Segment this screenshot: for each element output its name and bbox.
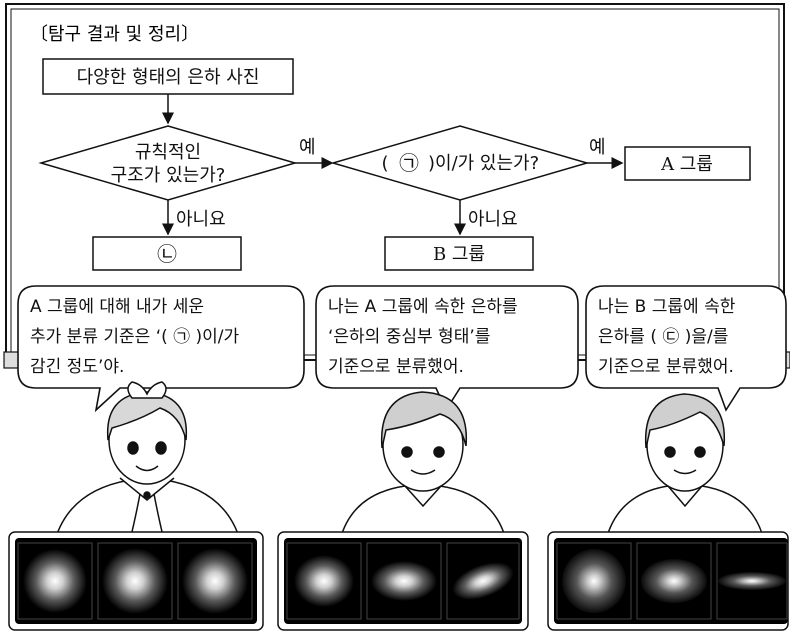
photo-panel-left [8,531,264,631]
flowchart-text: 다양한 형태의 은하 사진 규칙적인 구조가 있는가? 예 아니요 ( ㉠ )이… [77,67,713,266]
bubble-right-line3: 기준으로 분류했어. [598,357,734,377]
galaxy-photo-4 [294,555,354,607]
result-c-box [92,236,242,271]
group-a-label: A 그룹 [660,154,713,175]
q2-open: ( [381,153,388,174]
bubble-left-line2: 추가 분류 기준은 ‘( ㉠ )이/가 [30,327,240,347]
yes-label-1: 예 [299,137,316,158]
galaxy-photo-7 [562,549,626,613]
bubble-left-line3: 감긴 정도’야. [30,357,124,377]
group-a-box [624,146,751,181]
no-label-2: 아니요 [468,209,518,230]
flowchart [38,58,751,271]
q1-line2: 구조가 있는가? [111,165,226,186]
student-boy-right [605,393,765,541]
bubble-middle-line1: 나는 A 그룹에 속한 은하를 [328,297,518,317]
bubble-left [17,285,305,413]
result-c-label: ㉡ [157,242,177,266]
group-b-label: B 그룹 [433,244,485,265]
galaxy-photo-2 [102,548,168,614]
group-b-box [384,236,534,271]
student-girl [53,381,242,541]
student-boy-middle [339,391,507,541]
start-label: 다양한 형태의 은하 사진 [77,67,260,88]
photo-panel-right [547,531,789,631]
bubble-right [585,285,787,412]
speech-bubbles [17,285,787,413]
q2-symbol: ㉠ [399,151,419,175]
galaxy-photo-6 [452,562,514,600]
bubble-text: A 그룹에 대해 내가 세운 추가 분류 기준은 ‘( ㉠ )이/가 감긴 정도… [30,297,736,377]
galaxy-photo-5 [371,561,437,601]
bubble-middle [315,285,579,412]
board-title: 〔탐구 결과 및 정리〕 [30,24,199,45]
no-label-1: 아니요 [176,209,226,230]
q2-text: )이/가 있는가? [428,153,539,174]
photo-panel-middle [277,531,529,631]
galaxy-photo-8 [641,559,707,603]
bubble-middle-line3: 기준으로 분류했어. [328,357,464,377]
galaxy-photo-3 [182,548,248,614]
bubble-right-line1: 나는 B 그룹에 속한 [598,297,736,317]
bubble-left-line1: A 그룹에 대해 내가 세운 [30,297,204,317]
bubble-right-line2: 은하를 ( ㉢ )을/를 [598,327,728,347]
galaxy-photo-9 [718,572,786,590]
bubble-middle-line2: ‘은하의 중심부 형태’를 [328,327,490,347]
yes-label-2: 예 [589,137,606,158]
q1-line1: 규칙적인 [135,142,201,163]
galaxy-photo-1 [23,549,87,613]
